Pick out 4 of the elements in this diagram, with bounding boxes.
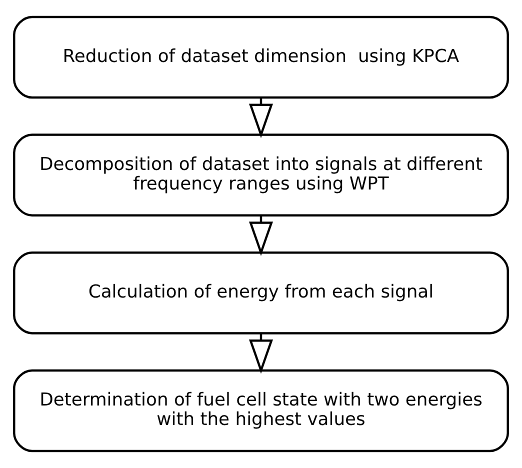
node-box: Reduction of dataset dimension using KPCA [13,16,509,99]
node-box: Decomposition of dataset into signals at different frequency ranges using WPT [13,134,509,216]
node-box: Determination of fuel cell state with two energies with the highest values [13,369,509,452]
node-box: Calculation of energy from each signal [13,252,509,334]
